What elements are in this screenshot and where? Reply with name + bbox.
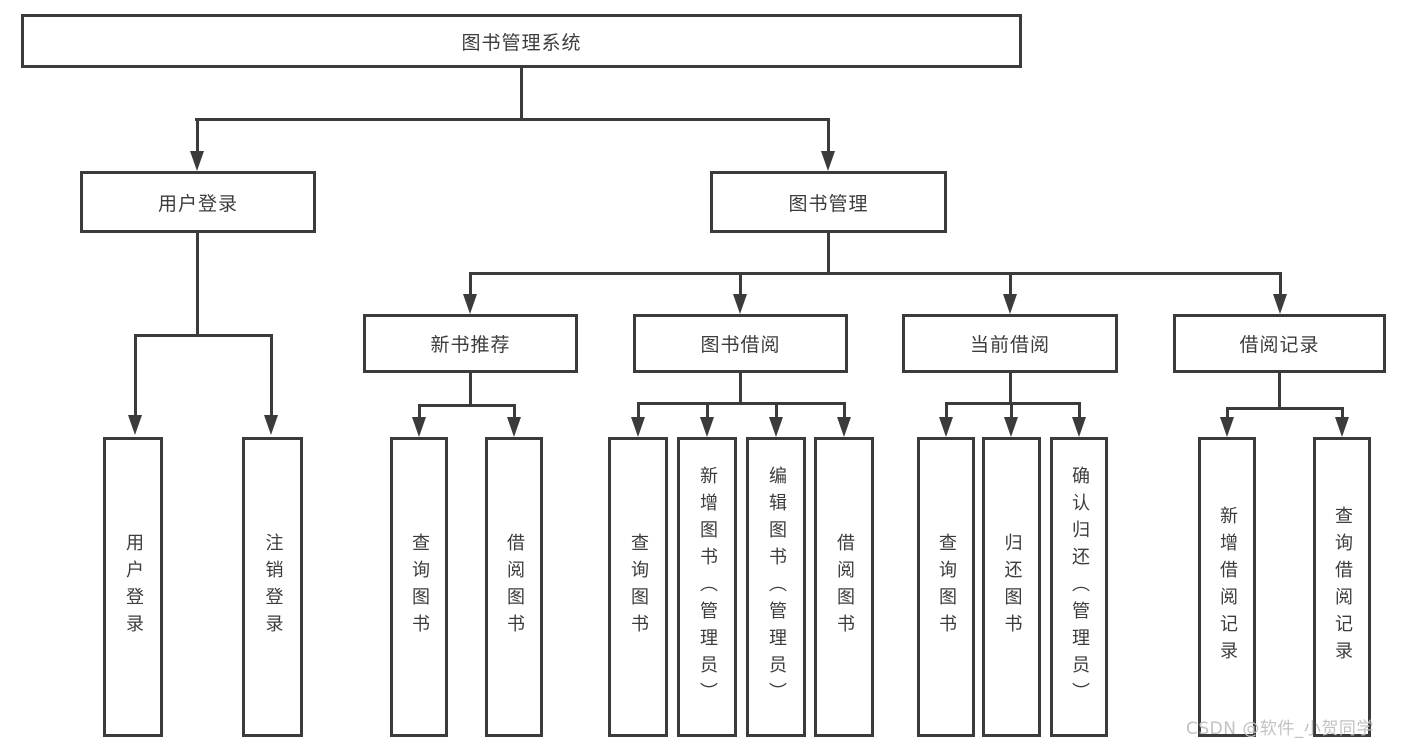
connector-line <box>469 272 472 297</box>
connector-line <box>270 334 273 418</box>
arrowhead-down-icon <box>700 417 714 437</box>
node-current-borrowing: 当前借阅 <box>902 314 1118 373</box>
connector-line <box>945 402 1081 405</box>
arrowhead-down-icon <box>1004 417 1018 437</box>
node-label: 新增图书（管理员） <box>697 465 718 709</box>
connector-line <box>1078 402 1081 419</box>
connector-line <box>775 402 778 419</box>
arrowhead-down-icon <box>821 151 835 171</box>
node-label: 图书管理系统 <box>461 31 582 54</box>
connector-line <box>706 402 709 419</box>
connector-line <box>827 118 830 154</box>
arrowhead-down-icon <box>128 415 142 435</box>
connector-line <box>418 404 421 420</box>
connector-line <box>637 402 846 405</box>
connector-line <box>945 402 948 419</box>
connector-line <box>1226 407 1344 410</box>
connector-line <box>469 373 472 407</box>
node-return-books: 归还图书 <box>982 437 1041 737</box>
connector-line <box>513 404 516 420</box>
arrowhead-down-icon <box>837 417 851 437</box>
connector-line <box>196 233 199 337</box>
node-user-login-leaf: 用户登录 <box>103 437 163 737</box>
node-query-books-1: 查询图书 <box>390 437 448 737</box>
connector-line <box>739 272 742 297</box>
arrowhead-down-icon <box>733 294 747 314</box>
node-borrow-books-1: 借阅图书 <box>485 437 543 737</box>
node-confirm-return-admin: 确认归还（管理员） <box>1050 437 1108 737</box>
connector-line <box>739 373 742 405</box>
arrowhead-down-icon <box>1335 417 1349 437</box>
node-label: 借阅图书 <box>834 533 855 641</box>
connector-line <box>1279 272 1282 297</box>
node-library-management-system: 图书管理系统 <box>21 14 1022 68</box>
node-label: 查询图书 <box>936 533 957 641</box>
arrowhead-down-icon <box>412 417 426 437</box>
node-new-book-recommendation: 新书推荐 <box>363 314 578 373</box>
connector-line <box>520 66 523 120</box>
node-query-borrow-record: 查询借阅记录 <box>1313 437 1371 737</box>
node-label: 用户登录 <box>123 533 144 641</box>
node-label: 查询图书 <box>628 533 649 641</box>
node-borrowing-records: 借阅记录 <box>1173 314 1386 373</box>
node-label: 当前借阅 <box>969 334 1050 356</box>
arrowhead-down-icon <box>631 417 645 437</box>
node-label: 用户登录 <box>157 192 238 215</box>
connector-line <box>195 118 830 121</box>
node-logout: 注销登录 <box>242 437 303 737</box>
arrowhead-down-icon <box>190 151 204 171</box>
arrowhead-down-icon <box>769 417 783 437</box>
connector-line <box>827 233 830 275</box>
node-add-books-admin: 新增图书（管理员） <box>677 437 737 737</box>
arrowhead-down-icon <box>1072 417 1086 437</box>
connector-line <box>469 272 1282 275</box>
connector-line <box>418 404 516 407</box>
node-book-management: 图书管理 <box>710 171 947 233</box>
connector-line <box>843 402 846 419</box>
connector-line <box>637 402 640 419</box>
connector-line <box>1010 402 1013 419</box>
node-label: 确认归还（管理员） <box>1069 465 1090 709</box>
arrowhead-down-icon <box>463 294 477 314</box>
connector-line <box>196 118 199 154</box>
arrowhead-down-icon <box>507 417 521 437</box>
node-label: 新书推荐 <box>430 334 511 356</box>
node-label: 新增借阅记录 <box>1217 506 1238 668</box>
arrowhead-down-icon <box>1273 294 1287 314</box>
connector-line <box>1009 272 1012 297</box>
arrowhead-down-icon <box>1220 417 1234 437</box>
node-user-login: 用户登录 <box>80 171 316 233</box>
node-label: 借阅图书 <box>504 533 525 641</box>
arrowhead-down-icon <box>264 415 278 435</box>
node-label: 编辑图书（管理员） <box>766 465 787 709</box>
node-label: 查询借阅记录 <box>1332 506 1353 668</box>
connector-line <box>134 334 272 337</box>
connector-line <box>1341 407 1344 419</box>
csdn-watermark: CSDN @软件_小贺同学 <box>1186 719 1374 739</box>
connector-line <box>1278 373 1281 410</box>
node-book-borrowing: 图书借阅 <box>633 314 848 373</box>
node-query-books-3: 查询图书 <box>917 437 975 737</box>
node-query-books-2: 查询图书 <box>608 437 668 737</box>
node-add-borrow-record: 新增借阅记录 <box>1198 437 1256 737</box>
connector-line <box>1226 407 1229 419</box>
node-label: 图书借阅 <box>700 334 781 356</box>
connector-line <box>134 334 137 418</box>
connector-line <box>1009 373 1012 405</box>
node-label: 归还图书 <box>1001 533 1023 641</box>
node-label: 查询图书 <box>409 533 430 641</box>
node-label: 图书管理 <box>788 192 869 215</box>
node-label: 借阅记录 <box>1239 334 1320 356</box>
arrowhead-down-icon <box>1003 294 1017 314</box>
node-label: 注销登录 <box>262 533 284 641</box>
node-borrow-books-2: 借阅图书 <box>814 437 874 737</box>
node-edit-books-admin: 编辑图书（管理员） <box>746 437 806 737</box>
arrowhead-down-icon <box>939 417 953 437</box>
